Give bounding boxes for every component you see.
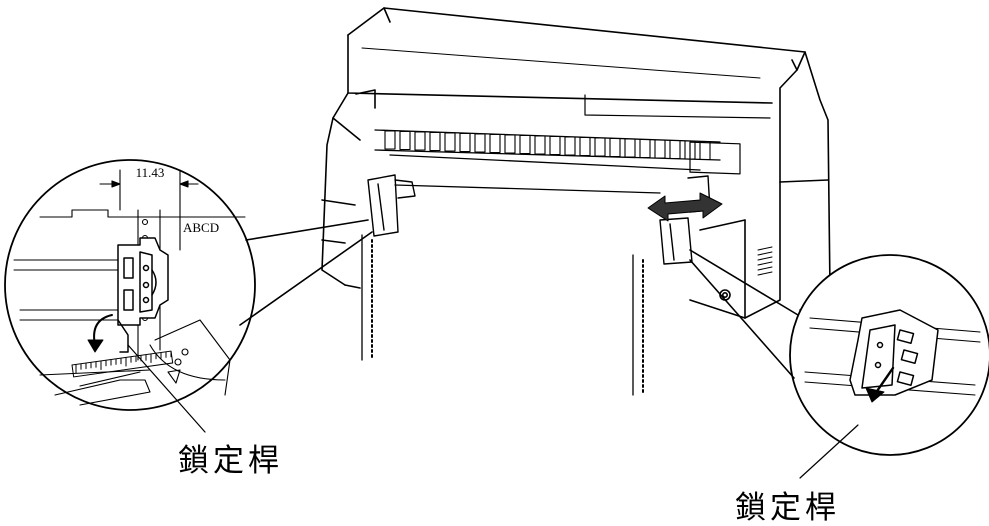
comb-tooth: [669, 139, 681, 160]
sample-text: ABCD: [183, 220, 219, 235]
comb-tooth: [489, 133, 501, 154]
comb-tooth: [384, 130, 396, 150]
lock-lever-label-right: 鎖定桿: [735, 490, 840, 526]
right-callout: [689, 249, 989, 479]
comb-tooth: [684, 140, 696, 160]
comb-tooth: [624, 138, 636, 158]
slide-arrow: [647, 192, 723, 222]
comb-tooth: [504, 134, 516, 154]
left-tractor: [367, 174, 416, 237]
comb-tooth: [429, 131, 441, 152]
comb-tooth: [579, 136, 591, 157]
comb-tooth: [444, 132, 456, 152]
left-callout: [4, 159, 373, 433]
comb-tooth: [534, 135, 546, 155]
comb-tooth: [549, 135, 561, 156]
printer-body: [321, 7, 831, 319]
comb-tooth: [519, 134, 531, 155]
lock-lever-label-left: 鎖定桿: [178, 443, 283, 479]
comb-tooth: [609, 137, 621, 158]
comb-tooth: [414, 131, 426, 151]
comb-tooth: [399, 130, 411, 151]
comb-tooth: [654, 139, 666, 159]
dimension-label: 11.43: [136, 165, 165, 180]
comb-tooth: [459, 132, 471, 153]
comb-tooth: [594, 137, 606, 157]
comb-tooth: [474, 133, 486, 153]
tractor-bar: [374, 129, 721, 171]
comb-tooth: [564, 136, 576, 156]
comb-tooth: [699, 140, 711, 161]
continuous-paper: [361, 184, 661, 396]
comb-tooth: [639, 138, 651, 159]
